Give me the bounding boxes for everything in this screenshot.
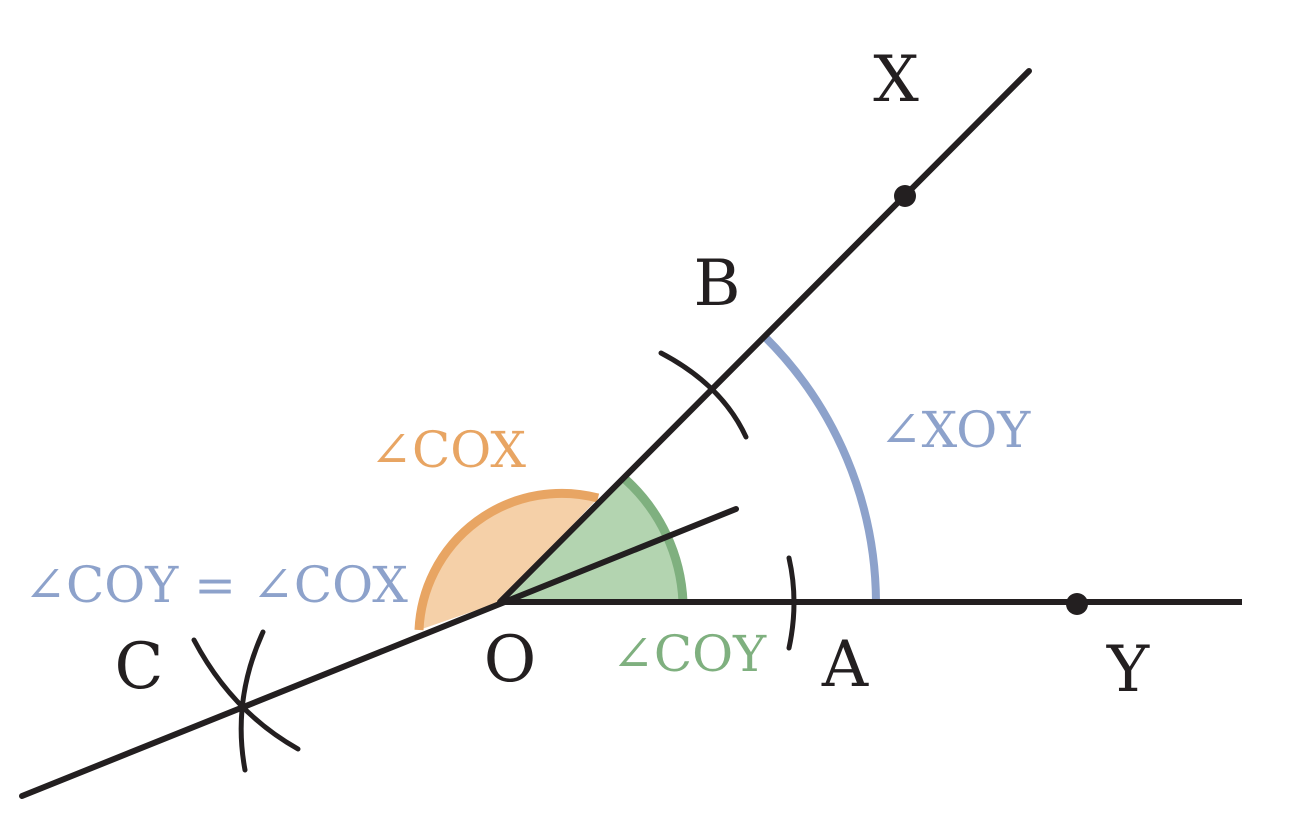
label-x: X xyxy=(873,43,919,117)
label-angle-cox: ∠COX xyxy=(370,421,526,479)
label-angle-xoy: ∠XOY xyxy=(880,401,1032,459)
label-c: C xyxy=(115,630,164,704)
ray-ox xyxy=(497,68,1032,605)
line-through-c xyxy=(19,506,739,799)
angle-cox-arc xyxy=(414,488,600,631)
arc-mark-a xyxy=(786,555,797,651)
arc-mark-b xyxy=(658,350,749,440)
angle-coy-sector xyxy=(500,479,683,602)
arc-mark-c-2 xyxy=(191,637,301,752)
arc-mark-c-1 xyxy=(238,629,266,773)
angle-xoy-arc xyxy=(762,334,880,603)
point-y-dot xyxy=(1066,593,1088,615)
label-a: A xyxy=(821,628,869,702)
label-angle-equality: ∠COY = ∠COX xyxy=(24,556,408,614)
label-angle-coy: ∠COY xyxy=(612,625,767,683)
label-y: Y xyxy=(1106,633,1150,707)
label-b: B xyxy=(693,247,740,321)
point-x-dot xyxy=(894,185,916,207)
angle-cox-sector xyxy=(419,493,598,630)
label-o: O xyxy=(484,623,536,697)
